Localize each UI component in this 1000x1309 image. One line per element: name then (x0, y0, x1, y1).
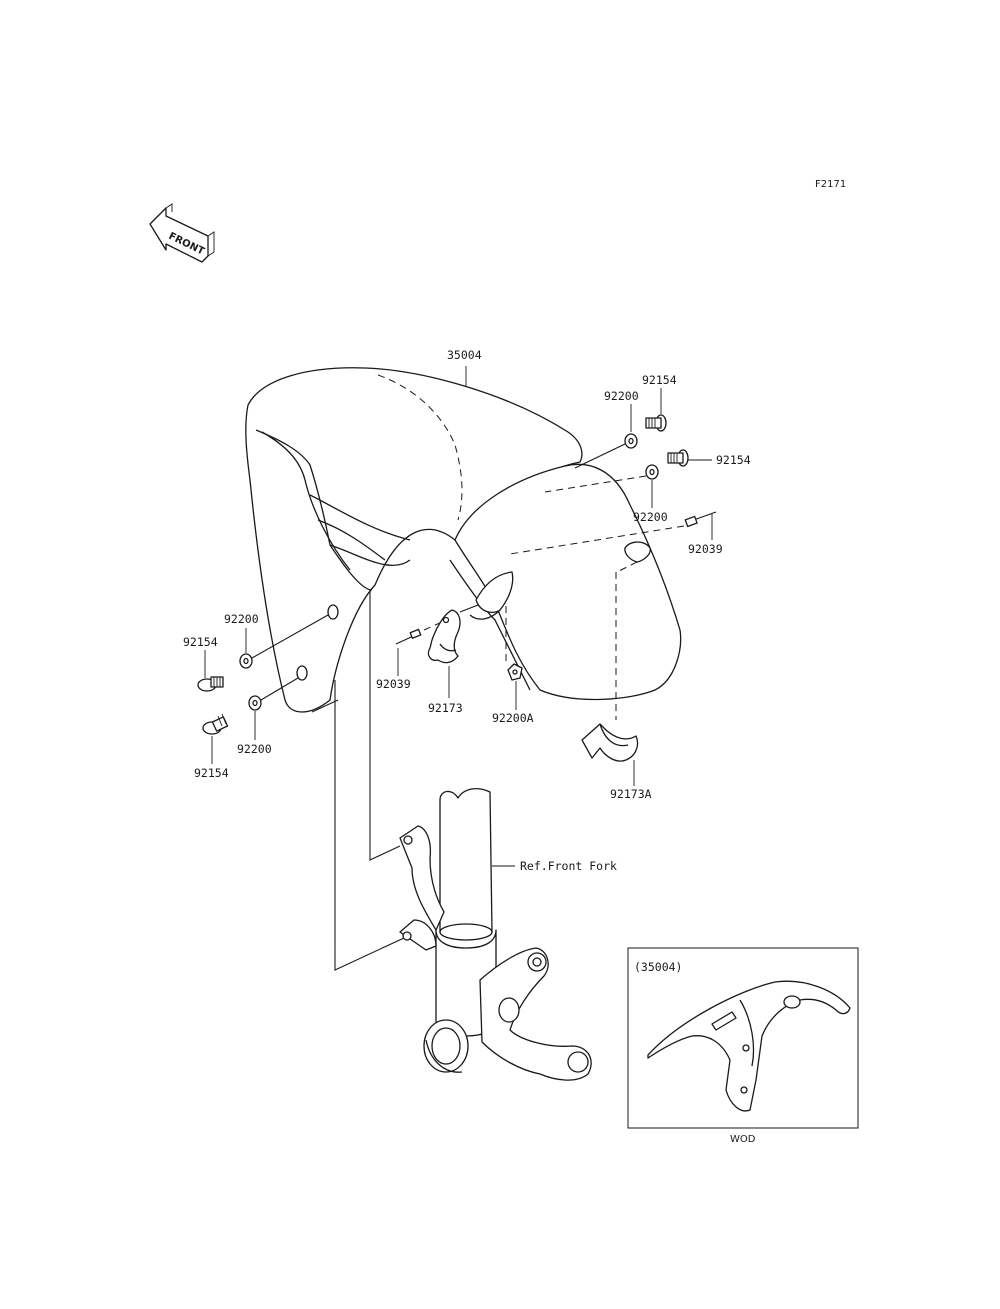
label-bolt-left-b: 92154 (194, 766, 229, 780)
lower-bracket-icon (581, 723, 639, 762)
label-clip-center: 92039 (376, 677, 411, 691)
bolt-icon (667, 449, 689, 467)
label-bolt-upper-right-a: 92154 (642, 373, 677, 387)
washer-icon (624, 433, 638, 449)
front-fender (245, 367, 682, 713)
washer-icon (239, 653, 253, 669)
label-bracket-lower: 92173A (610, 787, 652, 801)
clip-icon (395, 628, 422, 645)
center-bracket-icon (427, 609, 461, 664)
figure-code: F2171 (815, 179, 846, 190)
label-washer-upper-right-a: 92200 (604, 389, 639, 403)
label-washer-left-a: 92200 (224, 612, 259, 626)
inset-variant: (35004) WOD (627, 947, 859, 1145)
label-clip-right: 92039 (688, 542, 723, 556)
bolt-icon (202, 713, 229, 735)
label-front-fork-ref: Ref.Front Fork (520, 859, 617, 873)
label-bracket-center: 92173 (428, 701, 463, 715)
inset-part-ref: (35004) (634, 960, 682, 974)
front-fork (399, 787, 592, 1081)
washer-icon (507, 663, 523, 681)
label-washer-center: 92200A (492, 711, 534, 725)
center-bracket-on-fender (469, 571, 514, 620)
label-bolt-upper-right-b: 92154 (716, 453, 751, 467)
bolt-icon (645, 414, 667, 432)
clip-icon (684, 511, 717, 528)
washer-icon (645, 464, 659, 480)
label-bolt-left-a: 92154 (183, 635, 218, 649)
label-washer-upper-right-b: 92200 (633, 510, 668, 524)
washer-icon (248, 695, 262, 711)
inset-fender-icon (647, 980, 851, 1112)
inset-caption: WOD (730, 1134, 756, 1145)
bolt-icon (197, 676, 224, 692)
front-direction-arrow-icon: FRONT (149, 203, 215, 263)
label-fender: 35004 (447, 348, 482, 362)
label-washer-left-b: 92200 (237, 742, 272, 756)
